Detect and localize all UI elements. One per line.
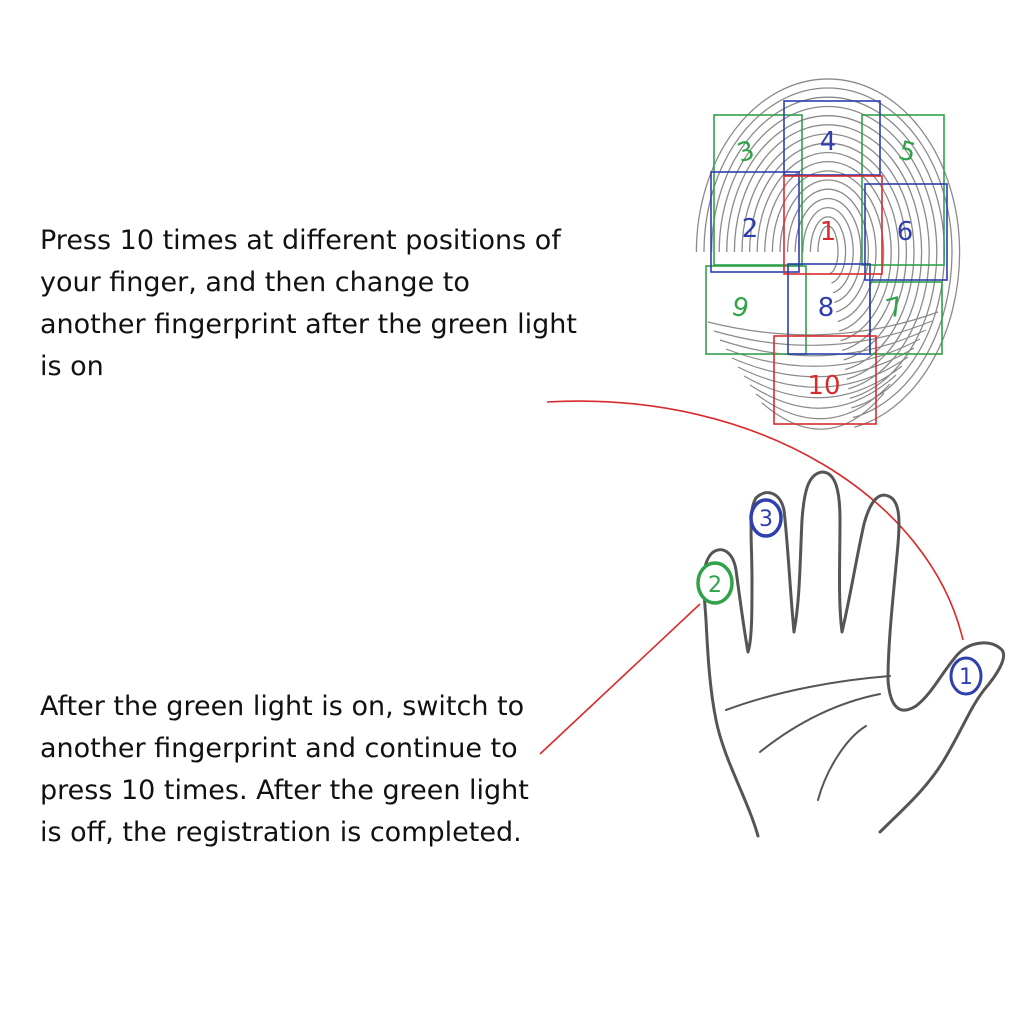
fingerprint-ridge [794, 197, 862, 303]
zone-4-box [783, 100, 881, 176]
fingerprint-ridge [786, 188, 870, 313]
fingerprint-ridge [713, 320, 933, 346]
fingerprint-zone-labels: 3 4 5 2 1 6 9 8 7 10 [728, 127, 919, 401]
finger-marker-2: 2 [696, 561, 734, 605]
fingerprint-ridge [733, 124, 923, 380]
fingerprint-ridge [737, 356, 909, 388]
zone-label-7: 7 [883, 292, 907, 325]
zone-10-box [773, 335, 877, 425]
hand-contour [702, 470, 1005, 838]
finger-marker-3: 3 [749, 498, 783, 538]
connector-arc [546, 400, 964, 641]
finger-marker-1-label: 1 [959, 665, 973, 690]
fingerprint-zones [705, 100, 948, 425]
finger-marker-1: 1 [949, 656, 983, 696]
finger-marker-2-label: 2 [708, 573, 722, 598]
fingerprint-ridge [726, 115, 930, 390]
fingerprint-ridge [809, 216, 847, 284]
fingerprint-ridge [695, 78, 961, 428]
zone-label-1: 1 [820, 217, 837, 247]
palm-crease-1 [725, 675, 891, 711]
zone-label-4: 4 [820, 127, 837, 157]
zone-5-box [861, 114, 945, 266]
fingerprint-ridge [761, 392, 885, 430]
fingerprint-ridge [748, 142, 908, 361]
zone-6-box [864, 183, 948, 281]
fingerprint-ridge [764, 160, 892, 342]
fingerprint-ridge [749, 374, 897, 409]
zone-8-box [787, 263, 871, 355]
zone-1-box [783, 175, 883, 275]
fingerprint-ridge [707, 311, 939, 336]
hand-outline [702, 470, 1005, 838]
palm-crease-3 [817, 725, 867, 801]
fingerprint-ridge [725, 338, 921, 367]
fingerprint-ridge [731, 347, 915, 378]
zone-label-5: 5 [895, 136, 919, 169]
fingerprint-ridge [743, 365, 903, 399]
finger-marker-1-ring [949, 656, 983, 696]
fingerprint-ridge [771, 170, 885, 332]
fingerprint-ridge [817, 225, 839, 275]
fingerprint-ridge [710, 96, 946, 409]
zone-label-8: 8 [818, 293, 835, 323]
connector-line [539, 603, 701, 755]
zone-3-box [713, 114, 803, 266]
fingerprint-ridges [695, 78, 961, 430]
fingerprint-ridge [756, 151, 900, 352]
zone-2-box [710, 171, 800, 273]
palm-crease-2 [759, 693, 881, 753]
finger-marker-3-label: 3 [759, 507, 773, 532]
instruction-step-1: Press 10 times at different positions of… [40, 225, 577, 382]
fingerprint-ridge [718, 105, 938, 400]
zone-label-6: 6 [897, 217, 914, 247]
finger-markers: 1 2 3 [696, 498, 983, 696]
instruction-step-2: After the green light is on, switch to a… [40, 691, 529, 848]
zone-label-10: 10 [807, 371, 840, 401]
fingerprint-ridge [802, 206, 854, 294]
zone-9-box [705, 265, 807, 355]
finger-marker-2-ring [696, 561, 734, 605]
zone-label-9: 9 [728, 292, 752, 325]
fingerprint-ridge [719, 329, 927, 357]
zone-label-2: 2 [742, 214, 759, 244]
finger-marker-3-ring [749, 498, 783, 538]
zone-label-3: 3 [734, 136, 758, 169]
